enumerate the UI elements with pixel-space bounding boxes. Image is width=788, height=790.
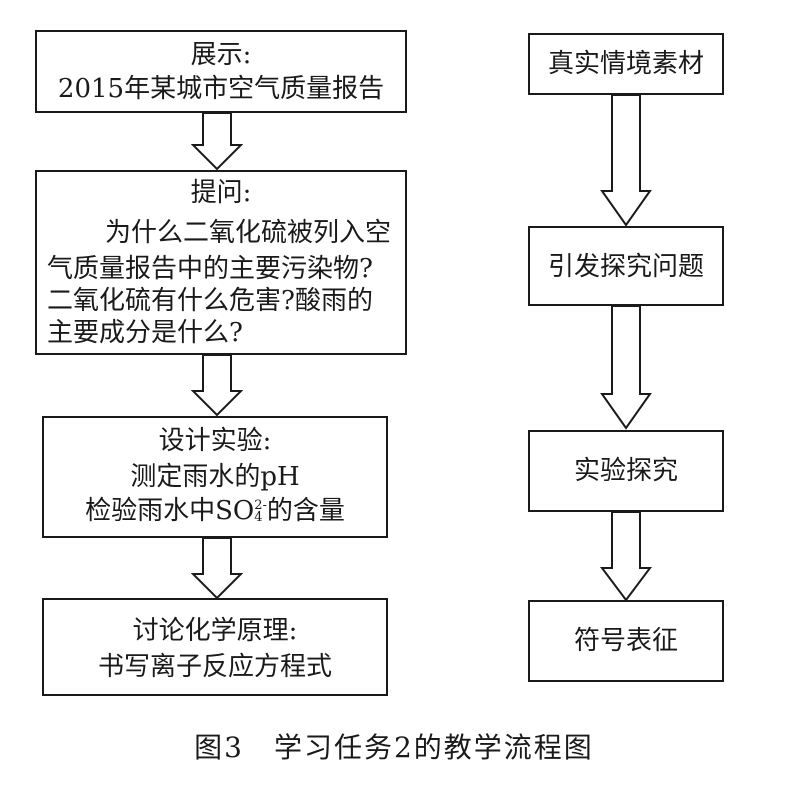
arrow-down-left-1 — [191, 113, 243, 171]
right-box-experiment-inquiry-text: 实验探究 — [573, 456, 678, 486]
left-box-question-line1: 为什么二氧化硫被列入空 — [105, 218, 392, 248]
figure-caption: 图3 学习任务2的教学流程图 — [194, 731, 594, 764]
left-box-question-line3: 二氧化硫有什么危害?酸雨的 — [47, 286, 373, 316]
so4-charge: 2- — [254, 498, 267, 513]
left-box-display-text: 2015年某城市空气质量报告 — [57, 74, 385, 104]
so4-text-suffix: 的含量 — [266, 496, 345, 526]
arrow-down-left-3 — [191, 538, 243, 600]
so4-subscript: 4 — [254, 510, 263, 525]
right-box-inquiry-question: 引发探究问题 — [528, 226, 724, 306]
right-box-symbol-representation-text: 符号表征 — [573, 626, 678, 656]
right-box-real-context-text: 真实情境素材 — [547, 49, 704, 79]
so4-text-prefix: 检验雨水中SO — [85, 496, 255, 526]
arrow-down-left-2 — [191, 355, 243, 417]
left-box-discussion: 讨论化学原理: 书写离子反应方程式 — [42, 598, 388, 696]
left-box-experiment-title: 设计实验: — [158, 426, 272, 456]
right-box-symbol-representation: 符号表征 — [528, 600, 724, 682]
arrow-down-right-2 — [600, 306, 652, 430]
left-box-experiment-line1: 测定雨水的pH — [130, 462, 300, 492]
left-box-discussion-title: 讨论化学原理: — [132, 616, 298, 646]
left-box-question-title: 提问: — [190, 178, 252, 208]
arrow-down-right-1 — [600, 95, 652, 227]
right-box-experiment-inquiry: 实验探究 — [528, 430, 724, 512]
left-box-question: 提问: 为什么二氧化硫被列入空 气质量报告中的主要污染物? 二氧化硫有什么危害?… — [35, 170, 407, 355]
left-box-question-line2: 气质量报告中的主要污染物? — [47, 254, 373, 284]
right-box-inquiry-question-text: 引发探究问题 — [547, 252, 704, 282]
left-box-discussion-text: 书写离子反应方程式 — [97, 652, 332, 682]
arrow-down-right-3 — [600, 512, 652, 602]
left-box-display-title: 展示: — [190, 40, 252, 70]
right-box-real-context: 真实情境素材 — [528, 33, 724, 95]
left-box-question-line4: 主要成分是什么? — [47, 318, 243, 348]
left-box-display: 展示: 2015年某城市空气质量报告 — [35, 30, 407, 113]
